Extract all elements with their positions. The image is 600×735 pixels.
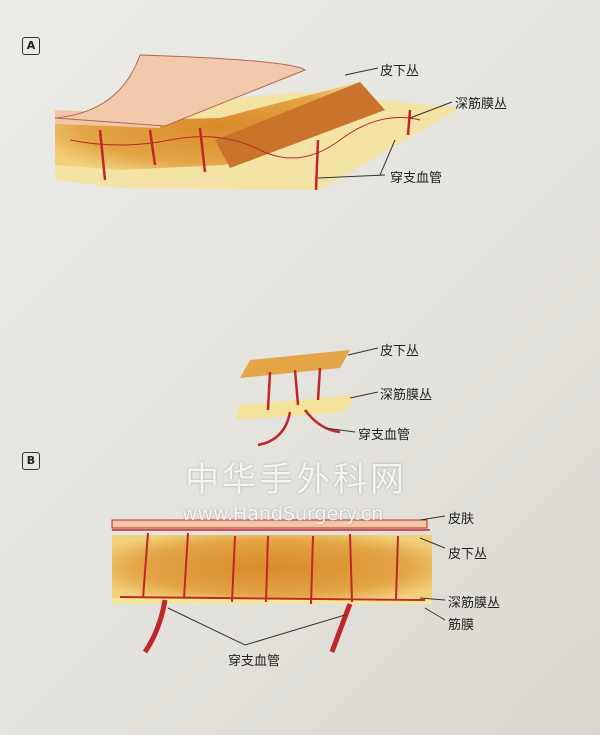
figure-a-illustration (54, 54, 460, 191)
label-b-subdermal-plexus: 皮下丛 (448, 547, 488, 562)
label-mid-perforator: 穿支血管 (358, 428, 411, 443)
watermark-name: 中华手外科网 (185, 460, 407, 500)
panel-label-b: B (22, 452, 40, 470)
label-mid-subdermal-plexus: 皮下丛 (380, 344, 420, 359)
label-a-deep-fascial-plexus: 深筋膜丛 (455, 97, 508, 112)
label-a-perforator: 穿支血管 (390, 171, 443, 186)
figure-middle-illustration (235, 347, 379, 447)
label-b-skin: 皮肤 (448, 512, 475, 527)
label-b-perforator: 穿支血管 (228, 654, 281, 669)
label-b-fascia: 筋膜 (448, 618, 475, 633)
label-a-subdermal-plexus: 皮下丛 (380, 64, 420, 79)
label-b-deep-fascial-plexus: 深筋膜丛 (448, 596, 501, 611)
panel-label-a: A (22, 37, 40, 55)
figure-b-illustration (111, 515, 446, 654)
watermark-url: www.HandSurgery.cn (182, 503, 384, 525)
label-mid-deep-fascial-plexus: 深筋膜丛 (380, 388, 433, 403)
